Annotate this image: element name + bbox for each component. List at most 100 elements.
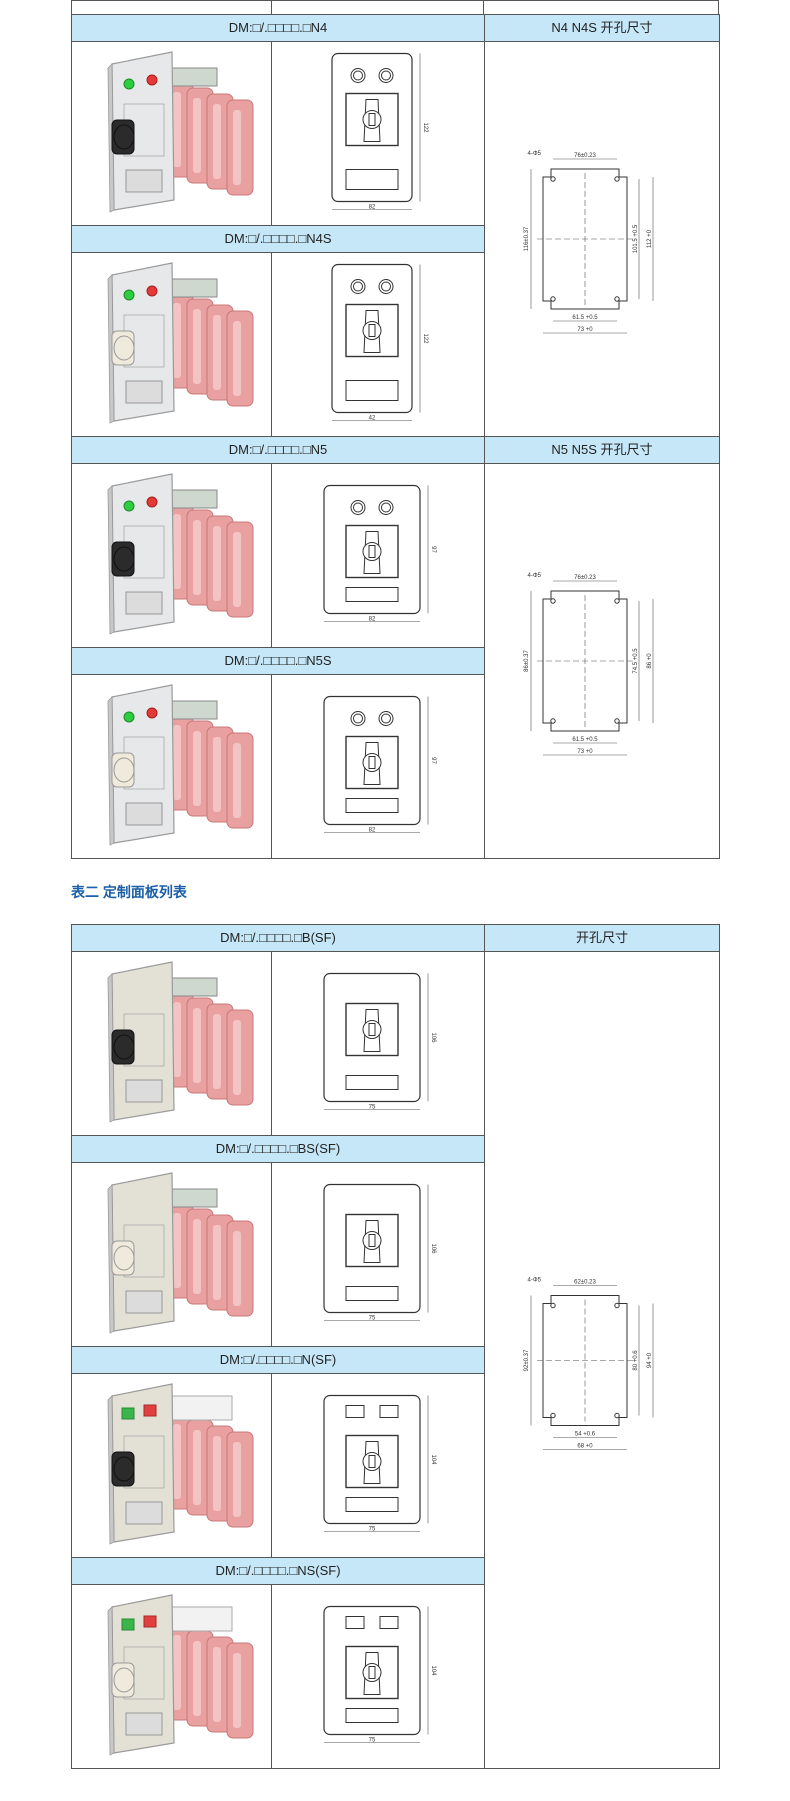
knob-hub bbox=[362, 1020, 382, 1039]
knob-square bbox=[345, 1645, 399, 1700]
knob-hub bbox=[362, 110, 382, 129]
table1-top-fragment bbox=[71, 0, 719, 16]
red-lamp bbox=[143, 1615, 157, 1628]
mounting-hole bbox=[614, 1302, 620, 1308]
bottom-dimension: 61.5 +0.5 bbox=[572, 737, 598, 743]
module-highlight bbox=[193, 520, 201, 595]
bottom-dimension: 54 +0.6 bbox=[575, 1431, 596, 1437]
knob-hub bbox=[362, 1231, 382, 1250]
green-lamp bbox=[121, 1407, 135, 1420]
height-dimension: 97 bbox=[430, 546, 436, 553]
knob-slot bbox=[368, 756, 376, 769]
knob-hub bbox=[362, 753, 382, 772]
row-header: DM:□/.□□□□.□N4 bbox=[71, 14, 485, 42]
terminal-block bbox=[166, 977, 218, 997]
label-window bbox=[125, 1290, 163, 1314]
red-lamp bbox=[146, 74, 158, 86]
label-slot bbox=[345, 1708, 399, 1723]
top-dimension: 76±0.23 bbox=[574, 153, 596, 159]
module-highlight bbox=[233, 743, 241, 818]
module-highlight bbox=[233, 110, 241, 185]
plate-edge bbox=[107, 485, 115, 635]
terminal-block bbox=[166, 489, 218, 509]
module-highlight bbox=[233, 1231, 241, 1306]
lamp-hole bbox=[350, 68, 366, 83]
knob-square bbox=[345, 735, 399, 790]
knob-slot bbox=[368, 1023, 376, 1036]
knob-base bbox=[113, 757, 135, 783]
row-header: DM:□/.□□□□.□BS(SF) bbox=[71, 1135, 485, 1163]
mounting-hole bbox=[550, 296, 556, 302]
mounting-hole bbox=[614, 718, 620, 724]
width-dimension: 75 bbox=[369, 1738, 376, 1744]
module-highlight bbox=[233, 1442, 241, 1517]
knob-hub bbox=[362, 321, 382, 340]
knob-base bbox=[113, 1245, 135, 1271]
knob-square bbox=[345, 1002, 399, 1057]
panel-drawing: 75 106 bbox=[271, 951, 485, 1136]
height-dimension: 106 bbox=[430, 1032, 436, 1043]
plate-edge bbox=[107, 1395, 115, 1545]
label-slot bbox=[345, 1075, 399, 1090]
width-dimension: 42 bbox=[369, 416, 376, 422]
height-dimension: 104 bbox=[430, 1665, 436, 1676]
height-dimension: 122 bbox=[422, 122, 428, 133]
left-dimension: 86±0.37 bbox=[524, 650, 530, 672]
width-dimension: 75 bbox=[369, 1105, 376, 1111]
module-highlight bbox=[233, 532, 241, 607]
right-dimension: 101.5 +0.5 bbox=[633, 224, 639, 253]
plate-edge bbox=[107, 63, 115, 213]
mounting-hole bbox=[614, 176, 620, 182]
lamp-window bbox=[345, 1405, 365, 1418]
red-lamp bbox=[146, 496, 158, 508]
knob-slot bbox=[368, 1455, 376, 1468]
knob-hub bbox=[362, 1452, 382, 1471]
lamp-hole bbox=[350, 279, 366, 294]
module-highlight bbox=[173, 1635, 181, 1710]
width-dimension: 82 bbox=[369, 617, 376, 623]
green-lamp bbox=[123, 500, 135, 512]
label-slot bbox=[345, 380, 399, 401]
module-highlight bbox=[213, 526, 221, 601]
module-highlight bbox=[193, 1641, 201, 1716]
knob-slot bbox=[368, 1666, 376, 1679]
knob-base bbox=[113, 335, 135, 361]
label-slot bbox=[345, 1497, 399, 1512]
terminal-block bbox=[166, 278, 218, 298]
knob-hub bbox=[362, 542, 382, 561]
knob-square bbox=[345, 92, 399, 147]
mounting-hole bbox=[550, 1302, 556, 1308]
width-dimension: 82 bbox=[369, 205, 376, 211]
lamp-hole-inner bbox=[381, 70, 391, 81]
product-photo bbox=[71, 41, 272, 226]
panel-drawing: 82 97 bbox=[271, 463, 485, 648]
top-dimension: 76±0.23 bbox=[574, 575, 596, 581]
right-dimension: 94 +0 bbox=[647, 1352, 653, 1368]
terminal-block bbox=[166, 700, 218, 720]
cutout-header: N4 N4S 开孔尺寸 bbox=[484, 14, 720, 42]
module-highlight bbox=[193, 1008, 201, 1083]
label-window bbox=[125, 591, 163, 615]
cutout-header: N5 N5S 开孔尺寸 bbox=[484, 436, 720, 464]
hole-dimension: 4-Φ5 bbox=[528, 1277, 542, 1283]
label-window bbox=[125, 380, 163, 404]
red-lamp bbox=[143, 1404, 157, 1417]
bottom-dimension: 68 +0 bbox=[577, 1443, 593, 1449]
label-window bbox=[125, 1712, 163, 1736]
lamp-window bbox=[379, 1616, 399, 1629]
label-window bbox=[125, 1079, 163, 1103]
cutout-outline bbox=[542, 1294, 628, 1426]
product-photo bbox=[71, 1373, 272, 1558]
left-dimension: 116±0.37 bbox=[524, 226, 530, 251]
left-dimension: 92±0.37 bbox=[524, 1349, 530, 1371]
lamp-hole-inner bbox=[353, 502, 363, 513]
mounting-hole bbox=[614, 296, 620, 302]
module-highlight bbox=[233, 1653, 241, 1728]
module-highlight bbox=[173, 1213, 181, 1288]
label-slot bbox=[345, 169, 399, 190]
